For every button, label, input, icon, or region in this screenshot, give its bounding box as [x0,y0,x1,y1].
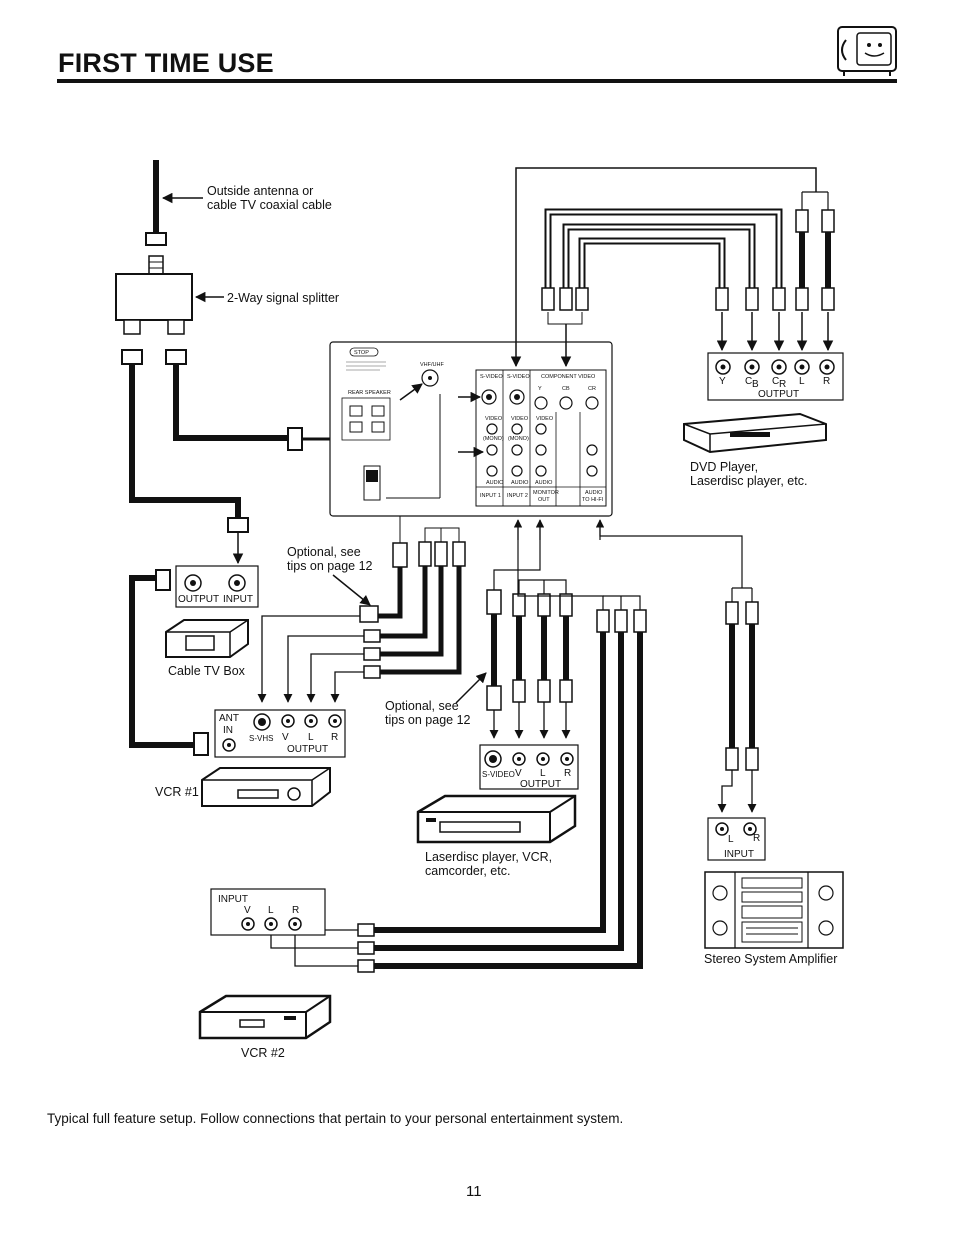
laserdisc-l-label: L [540,768,546,779]
tv-rear-speaker-label: REAR SPEAKER [348,390,391,396]
dvd-r-label: R [823,376,830,387]
tv-monitor-label: MONITOR [533,490,559,496]
tv-mono1-label: (MONO) [483,436,504,442]
cable-box-panel: OUTPUT INPUT [175,565,259,608]
tv-video2-label: VIDEO [511,416,529,422]
laserdisc-svideo-label: S-VIDEO [482,770,515,779]
vcr1-svhs-label: S-VHS [249,734,273,743]
callout-splitter: 2-Way signal splitter [227,291,339,305]
tv-to-hifi-label: TO HI-FI [582,497,604,503]
tv-audio-hifi-label: AUDIO [585,490,603,496]
title-rule [57,79,897,83]
laserdisc-cables [486,519,573,739]
amplifier-input-label: INPUT [724,849,754,860]
vcr1-label: VCR #1 [155,785,199,799]
callout-optional-1a: Optional, see [287,545,361,559]
cable-box-label: Cable TV Box [168,664,246,678]
laserdisc-panel: S-VIDEO V L R OUTPUT [479,744,579,790]
vcr1-ant-label: ANT [219,713,239,724]
vcr2-cables [243,519,647,973]
stereo-amplifier-device [704,871,844,949]
tv-video1-label: VIDEO [485,416,503,422]
tv-mascot-icon [837,26,897,76]
vcr1-av-cables [257,516,466,703]
tv-svideo2-label: S-VIDEO [507,374,530,380]
tv-rear-panel: STOP VHF/UHF REAR SPEAKER S-VIDEO S-VIDE… [329,341,613,517]
amplifier-r-label: R [753,833,760,844]
vcr2-label: VCR #2 [241,1046,285,1060]
amplifier-cables [595,519,759,813]
callout-antenna-1: Outside antenna or [207,184,313,198]
amplifier-panel: L R INPUT [707,817,766,861]
vcr1-v-label: V [282,732,289,743]
vcr1-l-label: L [308,732,314,743]
page-title: FIRST TIME USE [58,48,274,78]
dvd-cr-label: C [772,376,779,387]
dvd-l-label: L [799,376,805,387]
cable-box-device [165,619,249,658]
vcr1-device [201,767,331,807]
tv-y-label: Y [538,386,542,392]
figure-caption: Typical full feature setup. Follow conne… [47,1111,624,1126]
dvd-label-2: Laserdisc player, etc. [690,474,807,488]
vcr1-panel: ANT IN S-VHS V L R OUTPUT [214,709,346,758]
callout-optional-1b: tips on page 12 [287,559,373,573]
tv-stop-label: STOP [354,350,369,356]
vcr2-panel: INPUT V L R [210,888,326,936]
tv-out-label: OUT [538,497,550,503]
antenna-cable [145,160,167,275]
page-number: 11 [466,1183,482,1200]
dvd-player-device [683,412,827,454]
dvd-cr-sub-label: R [779,379,786,390]
laserdisc-output-label: OUTPUT [520,779,561,790]
dvd-cb-sub-label: B [752,379,759,390]
tv-audio2-label: AUDIO [511,480,529,486]
dvd-output-panel: Y C B C R L R OUTPUT [707,352,844,401]
vcr1-r-label: R [331,732,338,743]
tv-input1-label: INPUT 1 [480,493,501,499]
cable-box-input-label: INPUT [223,594,253,605]
vcr2-input-label: INPUT [218,894,248,905]
dvd-component-cables [541,191,835,368]
laserdisc-label-2: camcorder, etc. [425,864,510,878]
vcr2-device [198,994,332,1040]
callout-optional-2a: Optional, see [385,699,459,713]
callout-optional-2b: tips on page 12 [385,713,471,727]
amplifier-label: Stereo System Amplifier [704,952,837,966]
laserdisc-r-label: R [564,768,571,779]
dvd-y-label: Y [719,376,726,387]
tv-audio3-label: AUDIO [535,480,553,486]
amplifier-l-label: L [728,834,734,845]
vcr2-v-label: V [244,905,251,916]
laserdisc-label-1: Laserdisc player, VCR, [425,850,552,864]
tv-component-label: COMPONENT VIDEO [541,374,596,380]
tv-input2-label: INPUT 2 [507,493,528,499]
signal-splitter [115,273,193,365]
tv-audio1-label: AUDIO [486,480,504,486]
callout-antenna-2: cable TV coaxial cable [207,198,332,212]
tv-cr-label: CR [588,386,596,392]
laserdisc-v-label: V [515,768,522,779]
laserdisc-device [416,794,577,844]
vcr2-l-label: L [268,905,274,916]
tv-cb-label: CB [562,386,570,392]
tv-video3-label: VIDEO [536,416,554,422]
tv-vhf-uhf-label: VHF/UHF [420,362,444,368]
vcr2-r-label: R [292,905,299,916]
dvd-cb-label: C [745,376,752,387]
dvd-output-label: OUTPUT [758,389,799,400]
tv-mono2-label: (MONO) [508,436,529,442]
cable-box-output-label: OUTPUT [178,594,219,605]
vcr1-in-label: IN [223,725,233,736]
vcr1-output-label: OUTPUT [287,744,328,755]
tv-svideo1-label: S-VIDEO [480,374,503,380]
dvd-label-1: DVD Player, [690,460,758,474]
